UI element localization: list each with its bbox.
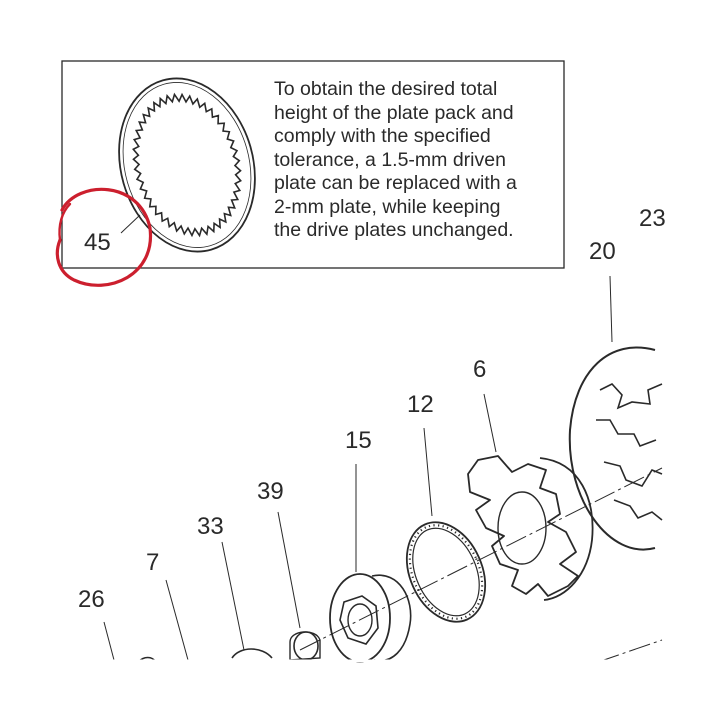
collar-33 <box>221 541 273 659</box>
bearing-ring-12 <box>405 427 487 623</box>
note-line: the drive plates unchanged. <box>274 219 514 241</box>
note-line: height of the plate pack and <box>274 101 514 124</box>
highlight-circle <box>55 187 153 287</box>
center-axis-lower <box>597 639 663 663</box>
callout-33: 33 <box>197 513 224 540</box>
callout-23: 23 <box>639 205 666 232</box>
hub-6 <box>467 393 594 601</box>
leader-26 <box>103 621 115 661</box>
callout-15: 15 <box>345 427 372 454</box>
callout-6: 6 <box>473 356 487 383</box>
note-line: 2-mm plate, while keeping <box>274 195 501 218</box>
callout-12: 12 <box>407 391 434 418</box>
callout-39: 39 <box>257 478 284 505</box>
leader-7 <box>165 579 189 661</box>
sleeve-39 <box>277 511 321 661</box>
bushing-15 <box>329 464 412 663</box>
instruction-note: To obtain the desired total height of th… <box>274 78 559 243</box>
detail-frame <box>61 60 565 269</box>
plate-20 <box>568 275 663 551</box>
note-line: To obtain the desired total <box>274 78 498 100</box>
callout-20: 20 <box>589 238 616 265</box>
callout-45: 45 <box>84 229 111 256</box>
note-line: plate can be replaced with a <box>274 172 517 194</box>
driven-plate-45 <box>118 77 256 253</box>
note-line: comply with the specified <box>274 125 491 147</box>
note-line: tolerance, a 1.5-mm driven <box>274 148 506 171</box>
highlight-circle-tail <box>58 202 72 242</box>
callout-26: 26 <box>78 586 105 613</box>
center-axis <box>299 467 663 651</box>
callout-7: 7 <box>146 549 160 576</box>
leader-45 <box>120 214 141 234</box>
